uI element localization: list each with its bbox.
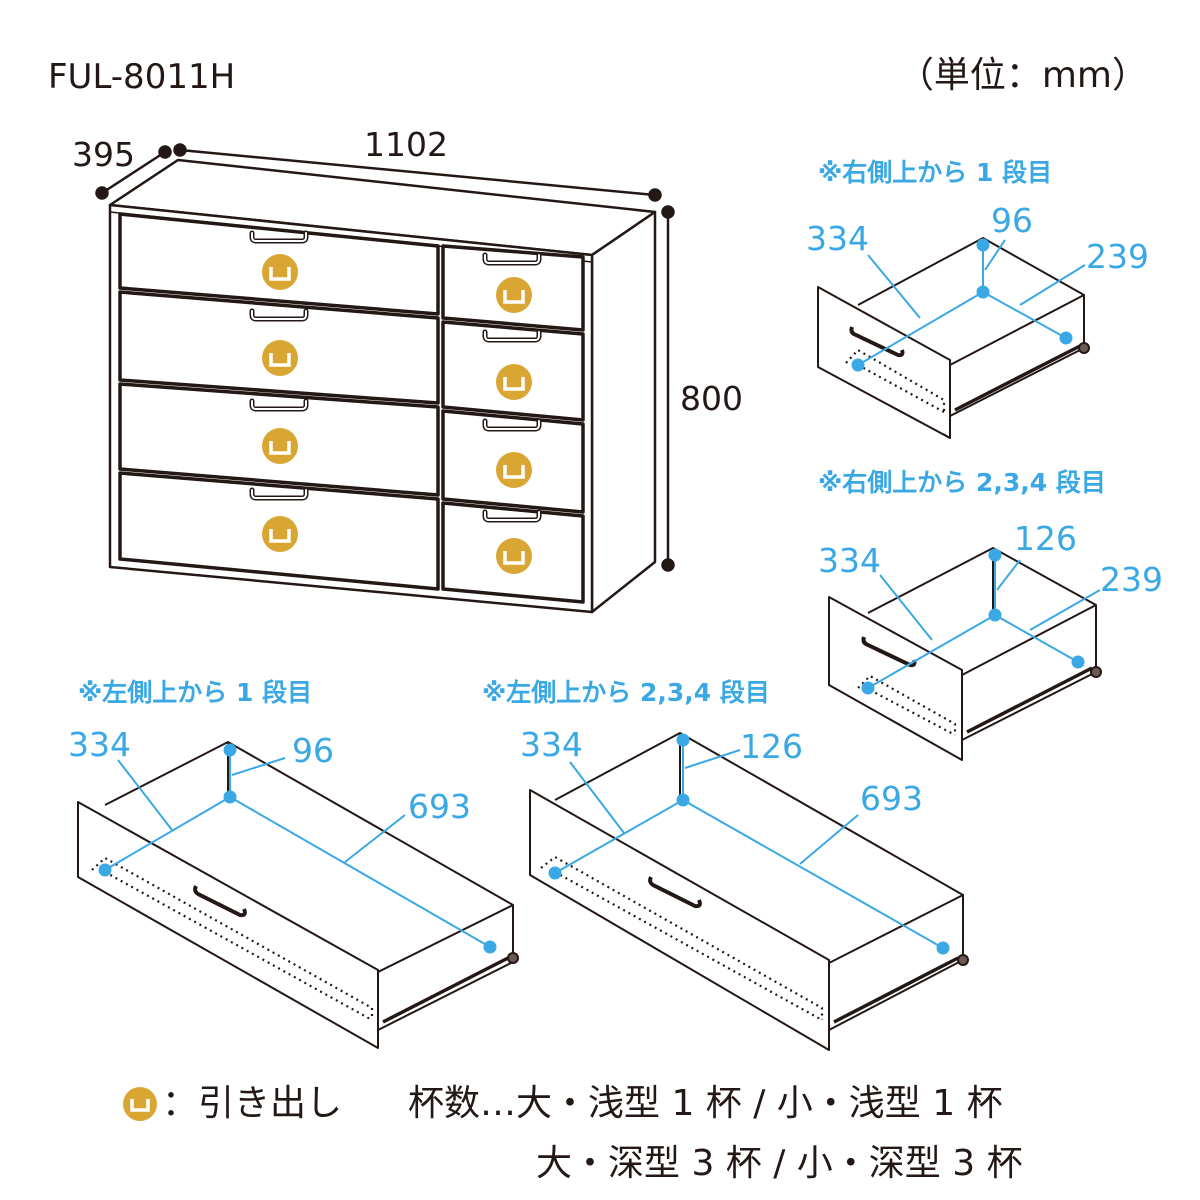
left-top-height: 96 [292, 731, 334, 770]
right-top-depth: 334 [806, 219, 869, 258]
right-lower-height: 126 [1014, 519, 1077, 558]
left-top-width: 693 [408, 787, 471, 826]
panel-left-top-drawer [77, 741, 519, 1049]
left-lower-height: 126 [740, 727, 803, 766]
panel-left-lower-drawer [529, 732, 969, 1051]
model-number: FUL-8011H [48, 57, 236, 97]
right-lower-width: 239 [1100, 560, 1163, 599]
cabinet-dimension-lines [95, 143, 675, 572]
panel-right-lower-measure [861, 548, 1101, 695]
cabinet-width-label: 1102 [364, 125, 448, 164]
right-lower-depth: 334 [818, 541, 881, 580]
caption-left-top: ※左側上から 1 段目 [78, 678, 313, 707]
left-lower-depth: 334 [520, 725, 583, 764]
right-top-width: 239 [1086, 237, 1149, 276]
caption-right-lower: ※右側上から 2,3,4 段目 [818, 468, 1106, 497]
legend-label: ：引き出し [162, 1083, 343, 1124]
caption-right-top: ※右側上から 1 段目 [818, 158, 1053, 187]
left-lower-width: 693 [860, 779, 923, 818]
caption-left-lower: ※左側上から 2,3,4 段目 [482, 678, 770, 707]
right-top-height: 96 [991, 201, 1033, 240]
cabinet-depth-label: 395 [72, 135, 135, 174]
cabinet-height-label: 800 [680, 379, 743, 418]
panel-left-lower-measure [548, 733, 950, 955]
unit-label: （単位：mm） [897, 55, 1148, 96]
legend-count-line-1: 杯数…大・浅型 1 杯 / 小・浅型 1 杯 [408, 1083, 1003, 1124]
panel-right-top-measure [851, 238, 1086, 372]
panel-left-top-measure [98, 743, 497, 954]
drawer-icon [123, 1087, 157, 1121]
left-top-depth: 334 [68, 725, 131, 764]
legend-count-line-2: 大・深型 3 杯 / 小・深型 3 杯 [536, 1143, 1023, 1184]
panel-right-top-drawer [817, 237, 1090, 439]
